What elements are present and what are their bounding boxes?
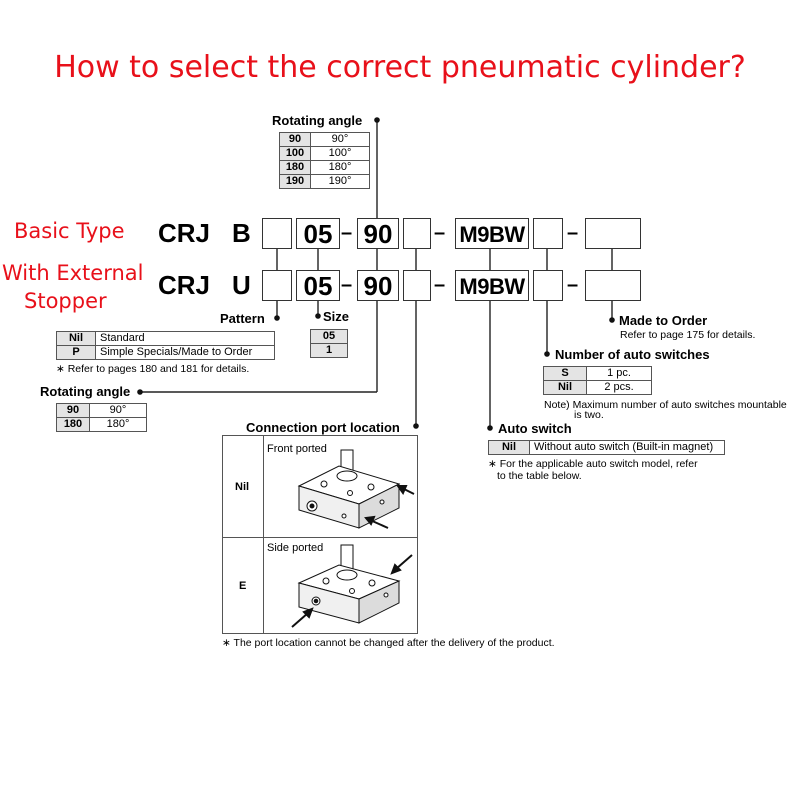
- option-code: 1: [310, 343, 348, 358]
- option-desc: 180°: [310, 160, 370, 175]
- connection-port-note: ∗ The port location cannot be changed af…: [222, 637, 555, 649]
- switch-count-box-external: [533, 270, 563, 301]
- external-stopper-label-line2: Stopper: [24, 289, 107, 313]
- option-desc: 180°: [89, 417, 147, 432]
- dash-6: –: [567, 274, 579, 296]
- option-desc: 2 pcs.: [586, 380, 652, 395]
- external-stopper-label-line1: With External: [2, 261, 144, 285]
- num-switches-note-line1: Note) Maximum number of auto switches mo…: [544, 399, 787, 411]
- pattern-box-external: [262, 270, 292, 301]
- option-desc: 90°: [89, 403, 147, 418]
- option-code: Nil: [488, 440, 530, 455]
- made-to-order-title: Made to Order: [619, 313, 708, 328]
- port-code-front: Nil: [235, 481, 250, 493]
- column-divider: [263, 436, 264, 633]
- size-box-external: 05: [296, 270, 340, 301]
- rotating-angle-bottom-title: Rotating angle: [40, 384, 131, 399]
- size-title: Size: [323, 309, 350, 324]
- option-code: Nil: [543, 380, 587, 395]
- port-box-basic: [403, 218, 431, 249]
- model-series-external: CRJ: [158, 270, 211, 300]
- made-to-order-box-external: [585, 270, 641, 301]
- size-box-basic: 05: [296, 218, 340, 249]
- dash-5: –: [434, 274, 446, 296]
- dash-1: –: [341, 222, 353, 244]
- front-ported-drawing: [297, 449, 415, 529]
- pattern-box-basic: [262, 218, 292, 249]
- switch-count-box-basic: [533, 218, 563, 249]
- option-code: 100: [279, 146, 311, 161]
- auto-switch-note-line1: ∗ For the applicable auto switch model, …: [488, 458, 698, 470]
- auto-switch-note-line2: to the table below.: [497, 470, 582, 482]
- dash-3: –: [567, 222, 579, 244]
- dash-4: –: [341, 274, 353, 296]
- switch-box-external: M9BW: [455, 270, 529, 301]
- auto-switch-title: Auto switch: [498, 421, 572, 436]
- option-code: 90: [279, 132, 311, 147]
- row-divider: [223, 537, 417, 538]
- made-to-order-note: Refer to page 175 for details.: [620, 329, 756, 341]
- option-desc: 100°: [310, 146, 370, 161]
- table-row: 05: [310, 329, 348, 344]
- num-switches-note-line2: is two.: [574, 409, 604, 421]
- pattern-note: ∗ Refer to pages 180 and 181 for details…: [56, 363, 250, 375]
- rotating-angle-top-title: Rotating angle: [272, 113, 363, 128]
- model-series-basic: CRJ: [158, 218, 211, 248]
- option-desc: Without auto switch (Built-in magnet): [529, 440, 725, 455]
- side-ported-drawing: [291, 544, 413, 628]
- option-code: P: [56, 345, 96, 360]
- option-code: 90: [56, 403, 90, 418]
- num-switches-title: Number of auto switches: [555, 347, 710, 362]
- basic-type-label: Basic Type: [14, 219, 125, 243]
- option-desc: 1 pc.: [586, 366, 652, 381]
- switch-box-basic: M9BW: [455, 218, 529, 249]
- angle-box-external: 90: [357, 270, 399, 301]
- option-desc: 90°: [310, 132, 370, 147]
- option-desc: Standard: [95, 331, 275, 346]
- table-row: 1: [310, 343, 348, 358]
- option-code: S: [543, 366, 587, 381]
- pattern-title: Pattern: [220, 311, 265, 326]
- option-code: 05: [310, 329, 348, 344]
- port-code-side: E: [239, 580, 247, 592]
- option-code: 180: [56, 417, 90, 432]
- dash-2: –: [434, 222, 446, 244]
- port-box-external: [403, 270, 431, 301]
- model-type-basic: B: [232, 218, 251, 248]
- connection-port-title: Connection port location: [246, 420, 400, 435]
- port-label-front: Front ported: [267, 443, 327, 455]
- made-to-order-box-basic: [585, 218, 641, 249]
- option-code: 190: [279, 174, 311, 189]
- option-desc: Simple Specials/Made to Order: [95, 345, 275, 360]
- model-type-external: U: [232, 270, 251, 300]
- option-desc: 190°: [310, 174, 370, 189]
- option-code: Nil: [56, 331, 96, 346]
- angle-box-basic: 90: [357, 218, 399, 249]
- connection-port-table: Nil E Front ported Side ported: [222, 435, 418, 634]
- headline: How to select the correct pneumatic cyli…: [54, 50, 746, 85]
- port-label-side: Side ported: [267, 542, 324, 554]
- size-table: 05 1: [310, 329, 348, 358]
- option-code: 180: [279, 160, 311, 175]
